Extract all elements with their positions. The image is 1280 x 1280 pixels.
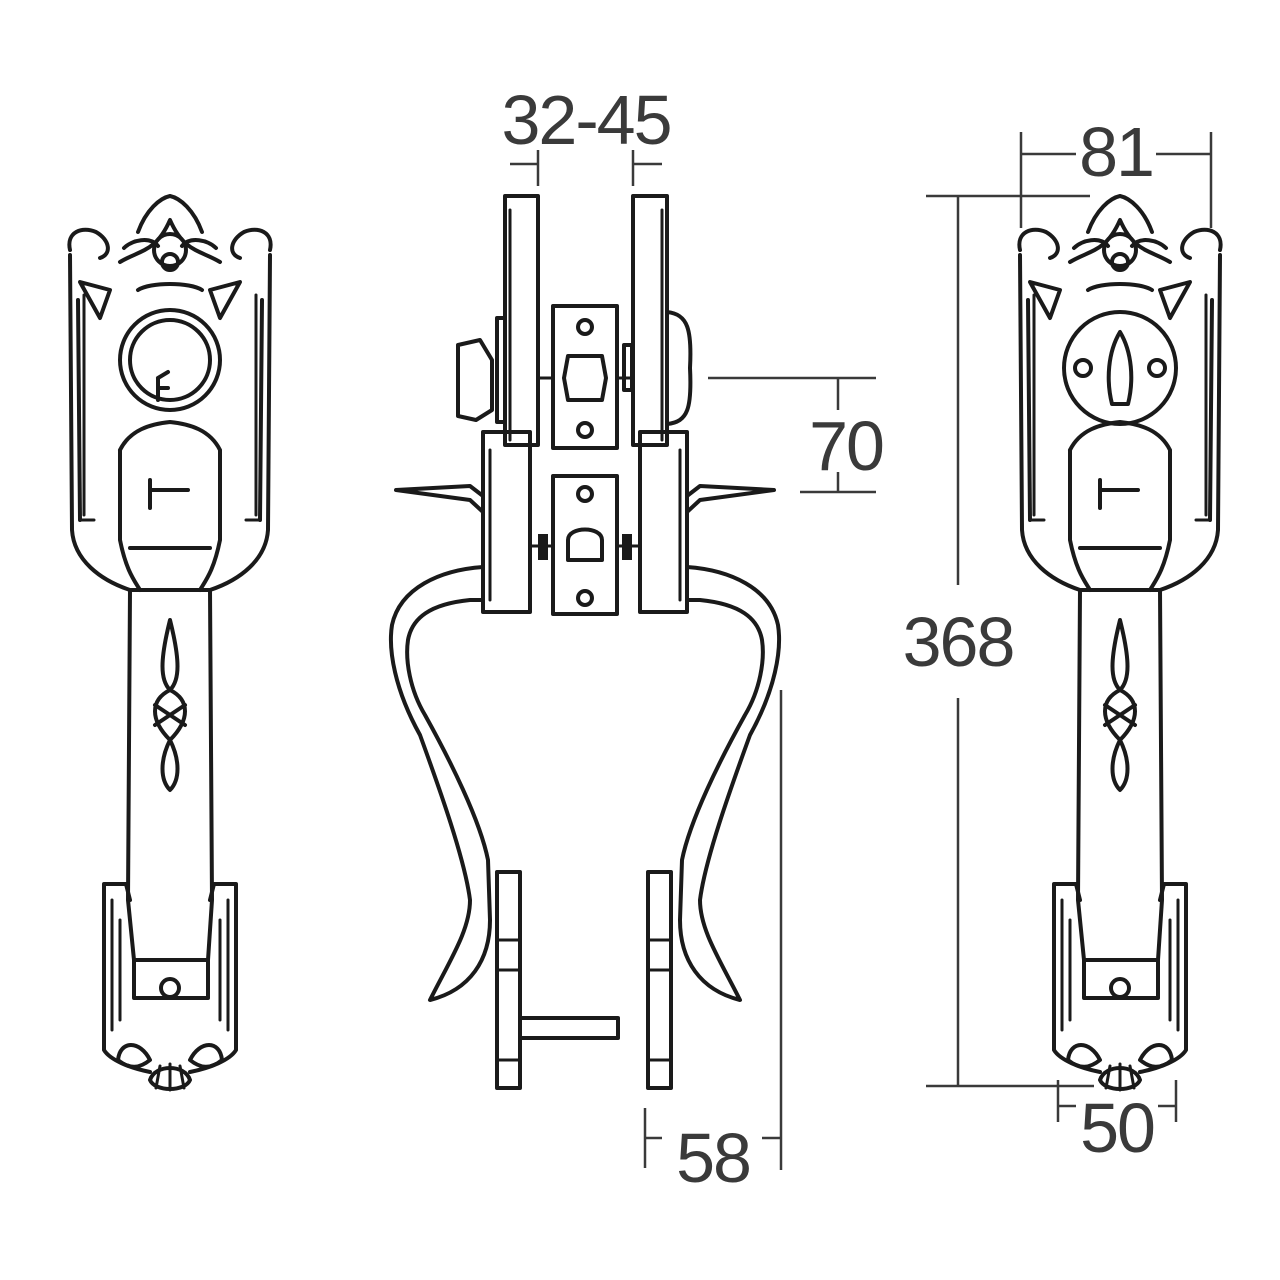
key-cylinder-icon <box>118 308 222 412</box>
dimension-label-plate-width-top: 81 <box>1079 113 1153 191</box>
dimension-label-backset-height: 70 <box>809 407 883 485</box>
thumb-turn-icon <box>1062 310 1178 426</box>
dimension-backset-height: 70 <box>708 376 885 494</box>
side-section-view <box>388 194 782 1090</box>
dimension-label-total-height: 368 <box>903 603 1014 681</box>
dimension-label-handle-projection: 58 <box>676 1119 750 1197</box>
dimension-total-height: 368 <box>903 194 1094 1088</box>
dimension-label-plate-width-bottom: 50 <box>1080 1089 1154 1167</box>
dimension-door-thickness: 32-45 <box>501 81 673 186</box>
dimension-plate-width-bottom: 50 <box>1056 1080 1178 1167</box>
exterior-front-view <box>67 194 273 1092</box>
dimension-label-door-thickness: 32-45 <box>501 81 670 159</box>
interior-front-view <box>1017 194 1223 1092</box>
dimension-handle-projection: 58 <box>643 690 783 1197</box>
dimension-plate-width-top: 81 <box>1019 113 1213 228</box>
